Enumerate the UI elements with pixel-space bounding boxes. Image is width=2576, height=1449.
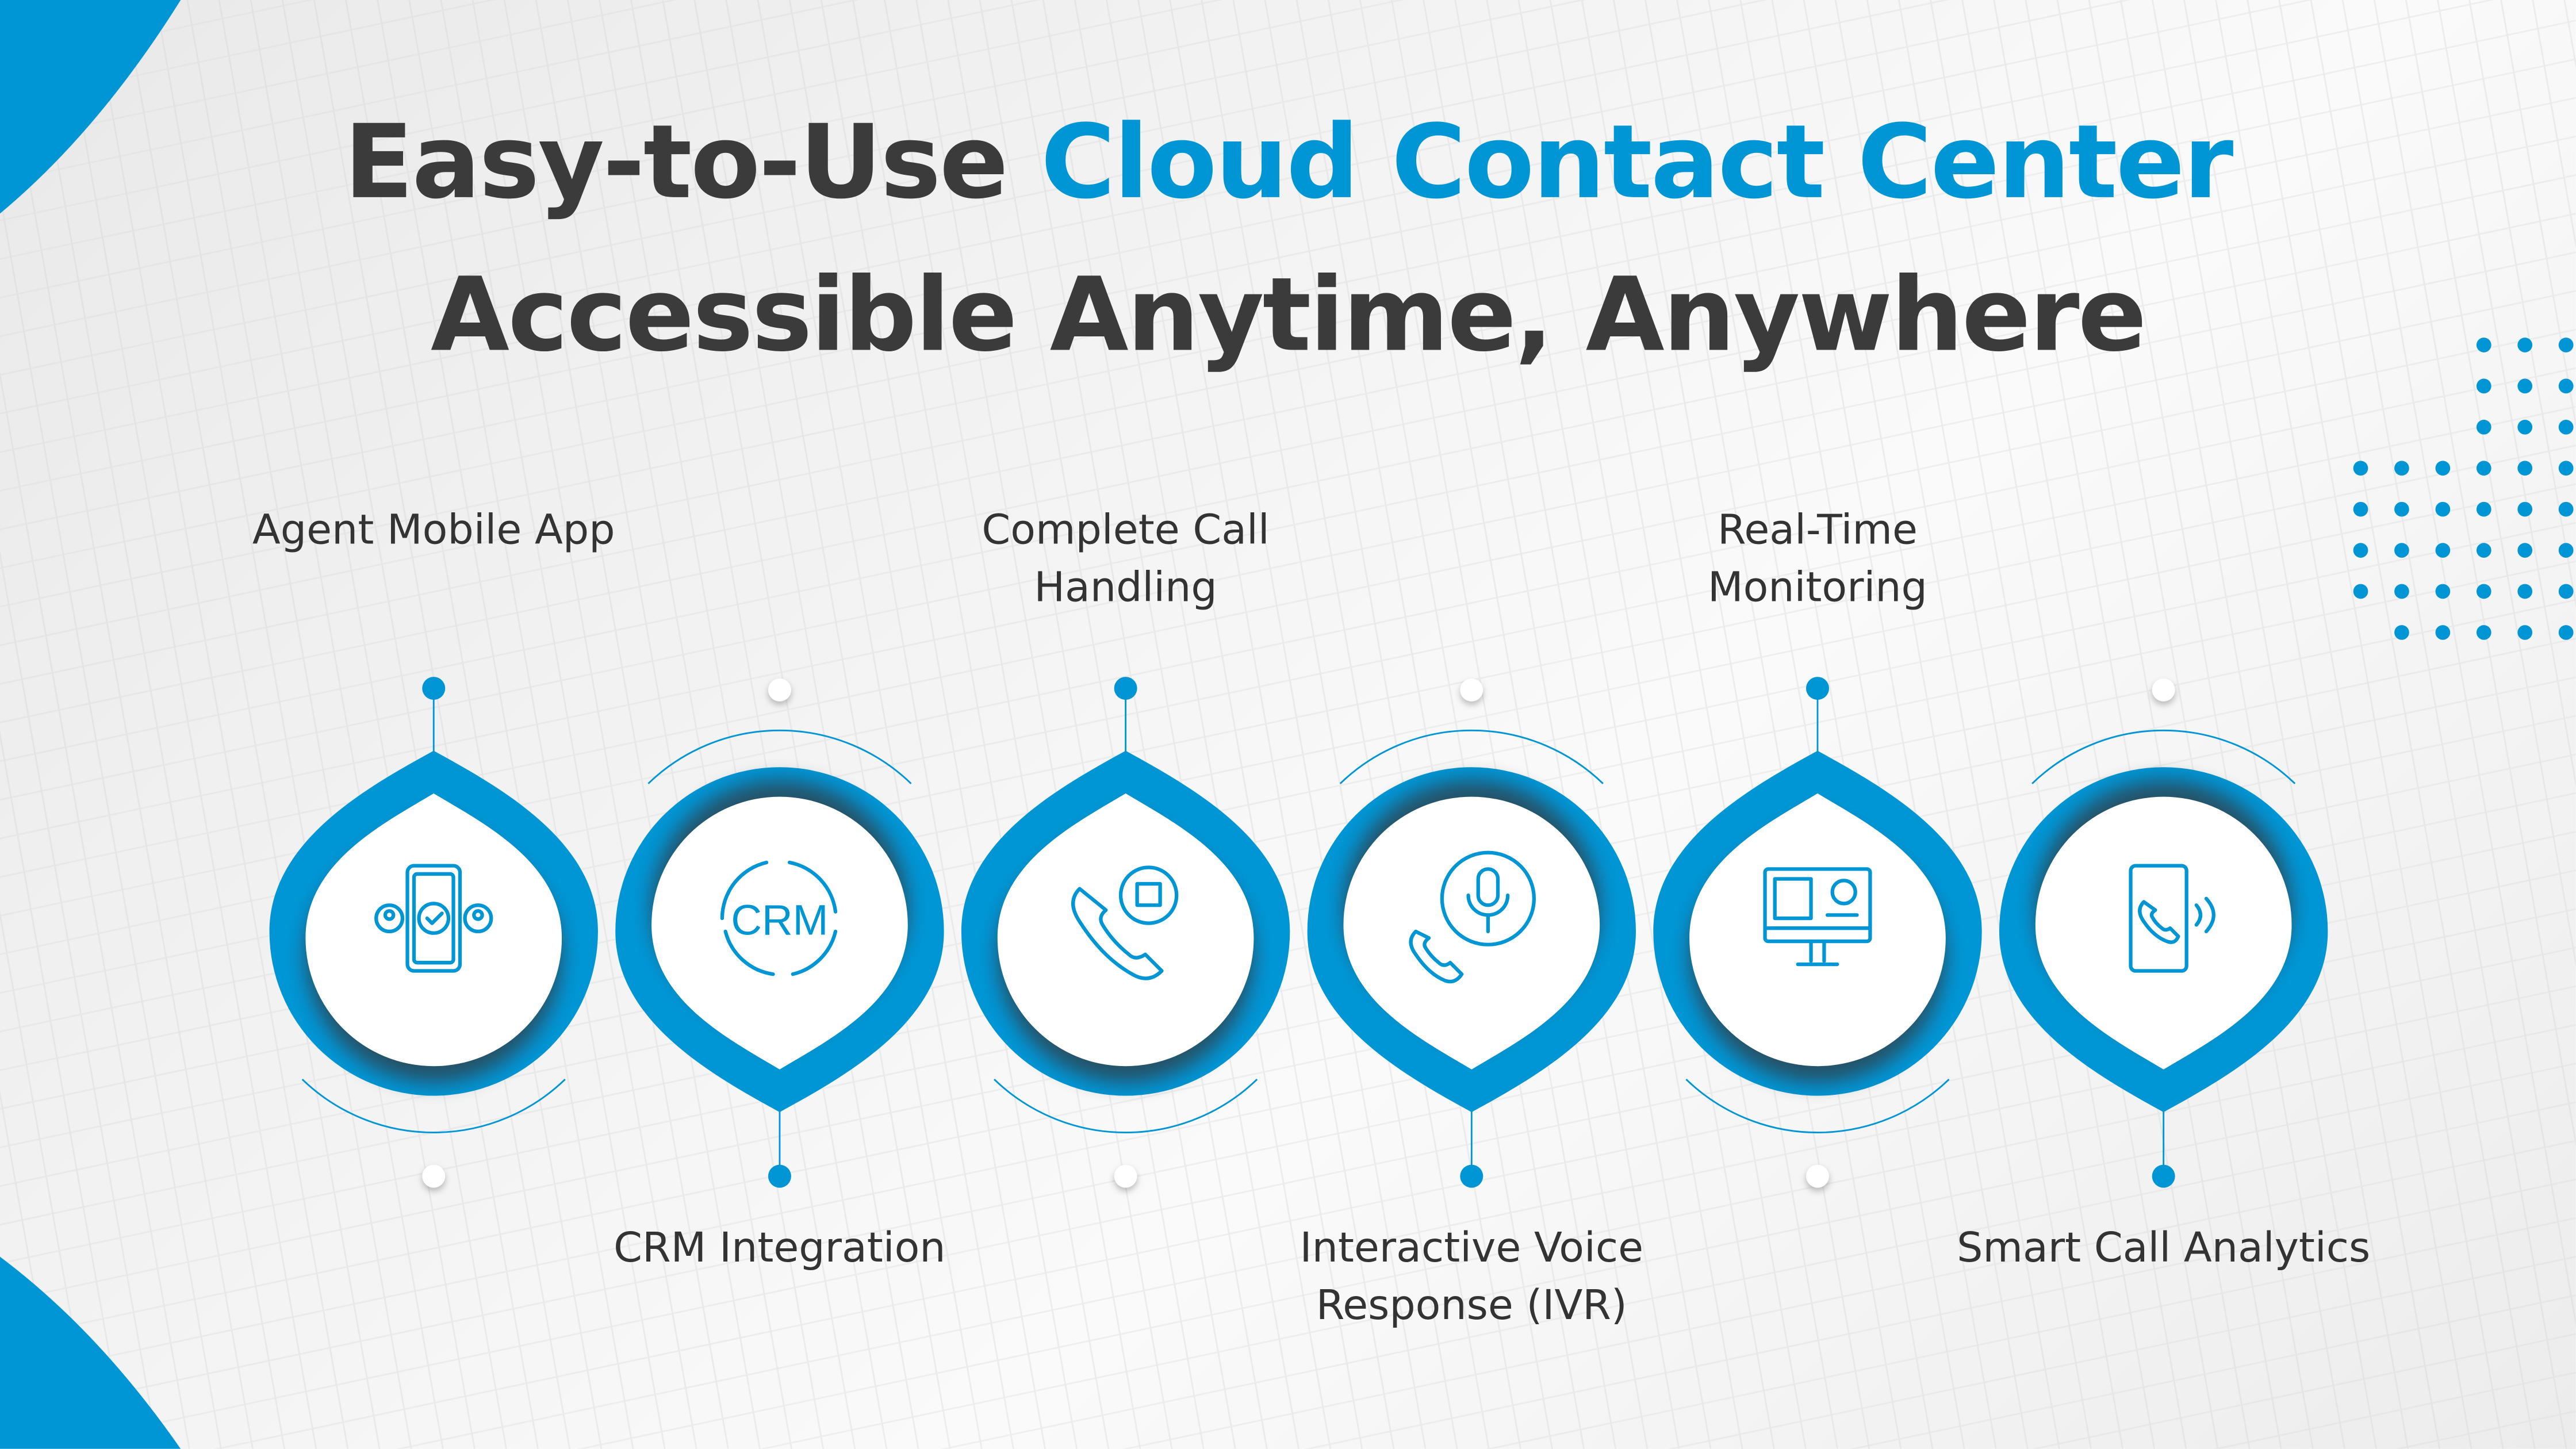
feature-drop-1 [269,677,598,1188]
dot [2558,419,2574,435]
dot [2517,378,2533,394]
orbit-arc [647,729,912,784]
feature-drop-3 [961,677,1290,1188]
dot [2353,584,2368,599]
drop-inner [1343,796,1600,1070]
dot [2517,338,2533,352]
dot [2394,543,2409,558]
dot [2558,378,2574,394]
feature-drop-4 [1307,678,1636,1188]
orbit-arc [2031,729,2296,784]
smartphone-call-icon [2129,864,2215,973]
dot [2558,461,2574,476]
title-line-2: Accessible Anytime, Anywhere [430,254,2147,375]
orbit-arc [1339,729,1604,784]
crm-sync-icon: CRM [720,860,838,976]
feature-drop-5 [1653,677,1982,1188]
dot [2476,419,2491,435]
connector-dot [768,1164,791,1188]
dot [2517,543,2533,558]
connector-dot-white [768,678,791,702]
title-highlight: Cloud Contact Center [1040,102,2233,222]
dot [2394,501,2409,517]
title-dark: Easy-to-Use [344,102,1009,222]
dot [2517,501,2533,517]
feature-label: CRM Integration [614,1224,946,1272]
dot [2476,338,2491,352]
connector-dot [1805,677,1829,700]
connector-dot-white [1460,678,1483,702]
connector-dot-white [2152,678,2175,702]
connector-dot [1114,677,1137,700]
dot-grid [2353,338,2574,640]
dot [2517,584,2533,599]
dot [2558,338,2574,352]
dot [2517,625,2533,640]
dot [2476,501,2491,517]
dot [2558,543,2574,558]
dot [2394,461,2409,476]
dot [2558,625,2574,640]
orbit-arc [1685,1079,1950,1134]
dot [2558,501,2574,517]
drop-inner [997,793,1254,1067]
mobile-app-icon [374,864,493,973]
corner-accent-bottom-left [0,1256,181,1449]
drop-inner [305,793,562,1067]
feature-label: Complete Call Handling [982,505,1270,611]
connector-dot-white [1805,1164,1829,1188]
microphone-phone-icon [1409,850,1536,984]
dot [2394,584,2409,599]
orbit-arc [301,1079,566,1134]
orbit-arc [994,1079,1258,1134]
dot [2435,461,2451,476]
drop-inner [2035,796,2292,1070]
dot [2517,461,2533,476]
dot [2435,543,2451,558]
title-line-1: Easy-to-Use Cloud Contact Center [0,102,2576,222]
dot [2435,584,2451,599]
dot [2353,501,2368,517]
connector-dot-white [422,1164,446,1188]
svg-text:CRM: CRM [731,896,828,944]
dot [2435,625,2451,640]
connector-dot [422,677,446,700]
dot [2476,625,2491,640]
dot [2476,543,2491,558]
connector-dot [2152,1164,2175,1188]
feature-drop-2: CRM [615,678,944,1188]
feature-drop-6 [1999,678,2328,1188]
phone-chat-icon [1071,865,1179,980]
feature-label: Real-Time Monitoring [1707,505,1927,611]
feature-label: Interactive Voice Response (IVR) [1300,1224,1644,1329]
corner-accent-top-left [0,0,181,214]
dot [2517,419,2533,435]
dot [2476,378,2491,394]
dot [2353,543,2368,558]
dot [2476,461,2491,476]
connector-dot-white [1114,1164,1137,1188]
drop-inner [651,796,908,1070]
dot [2558,584,2574,599]
connector-dot [1460,1164,1483,1188]
feature-label: Smart Call Analytics [1957,1224,2371,1272]
dot [2394,625,2409,640]
monitor-dashboard-icon [1763,867,1872,967]
feature-label: Agent Mobile App [252,505,615,554]
dot [2353,461,2368,476]
dot [2476,584,2491,599]
dot [2435,501,2451,517]
